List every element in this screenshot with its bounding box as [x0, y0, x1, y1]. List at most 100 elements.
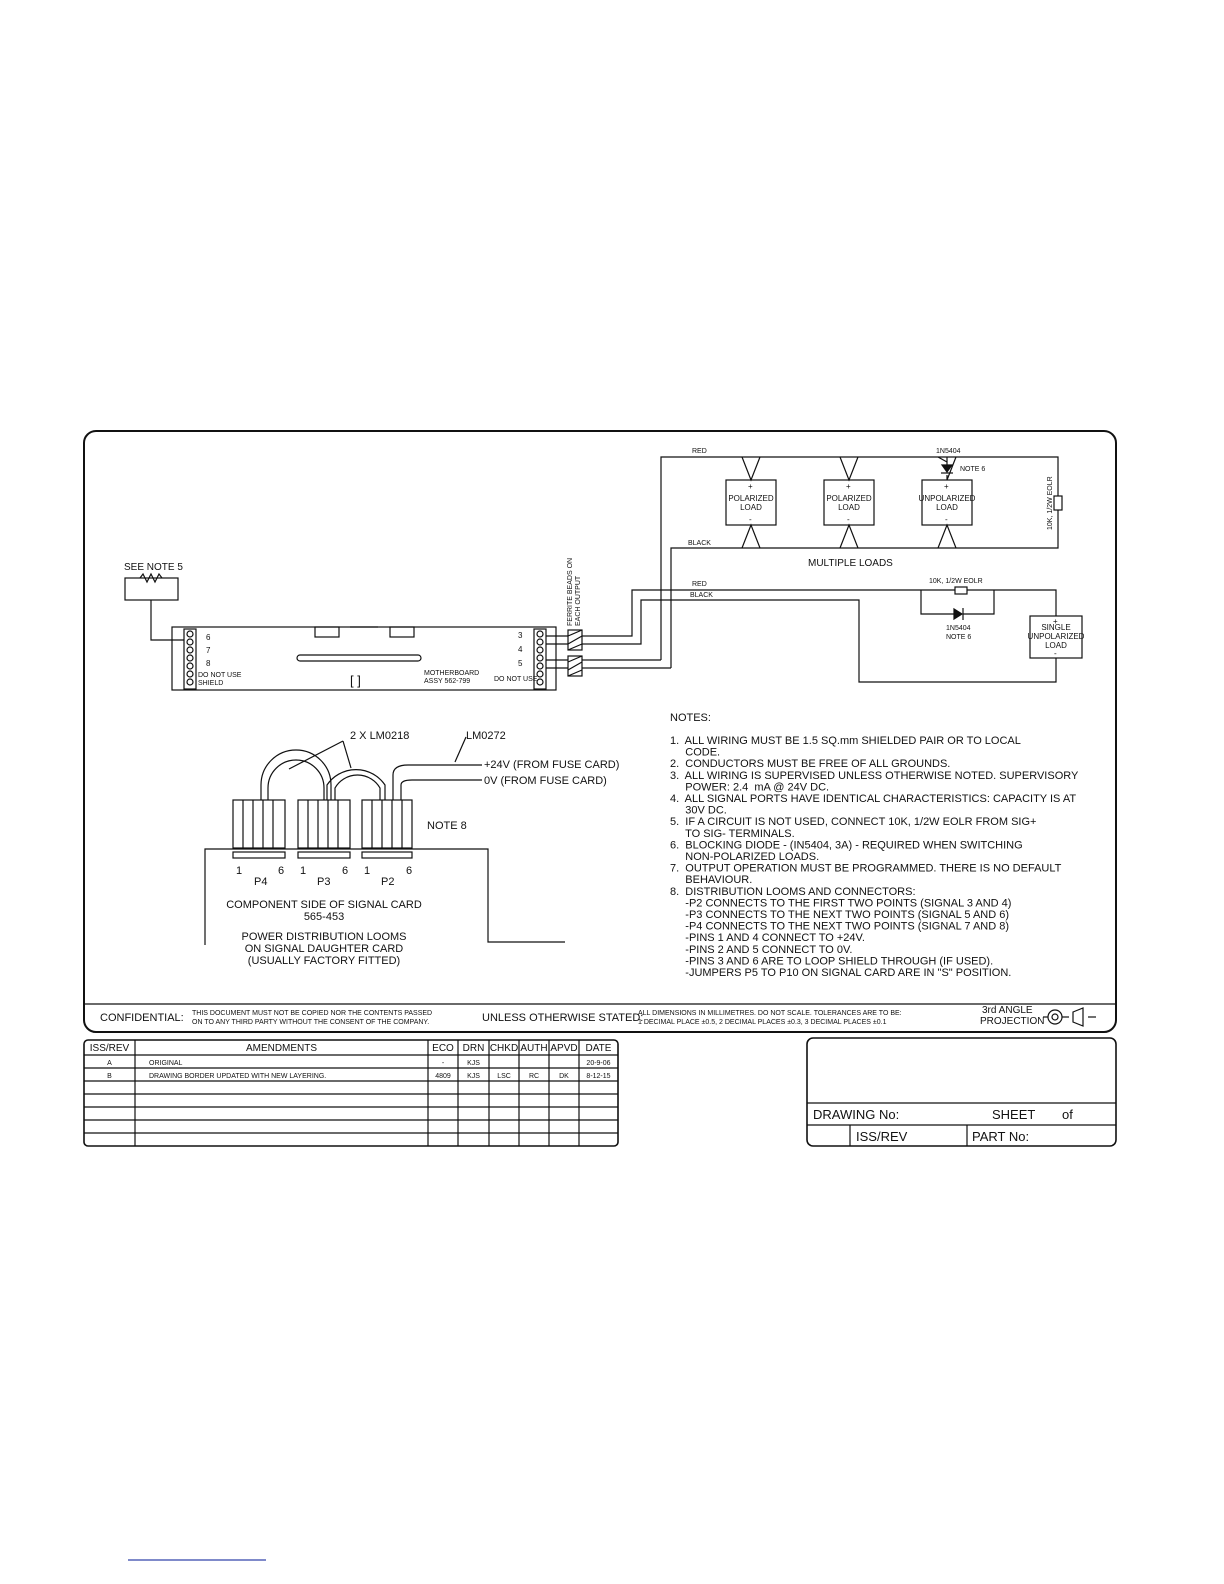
amend-header-cell: DRN: [463, 1043, 485, 1054]
plus24-label: +24V (FROM FUSE CARD): [484, 759, 619, 771]
connector-p2: [361, 799, 413, 849]
single-load-label: UNPOLARIZED: [1028, 632, 1085, 641]
note8-label: NOTE 8: [427, 820, 467, 832]
single-load-label: SINGLE: [1041, 623, 1070, 632]
drawing-no-label: DRAWING No:: [813, 1107, 899, 1122]
diode-icon: [940, 464, 954, 474]
single-note6-label: NOTE 6: [946, 634, 971, 641]
dimensions-text: ALL DIMENSIONS IN MILLIMETRES. DO NOT SC…: [638, 1010, 902, 1017]
single-black-label: BLACK: [690, 592, 713, 599]
amend-cell: DK: [559, 1073, 569, 1080]
note-line: -PINS 1 AND 4 CONNECT TO +24V.: [670, 932, 865, 944]
connector-label-p2: P2: [381, 876, 394, 888]
note-line: 3. ALL WIRING IS SUPERVISED UNLESS OTHER…: [670, 770, 1079, 782]
load-plus: +: [944, 482, 949, 491]
note-line: 2. CONDUCTORS MUST BE FREE OF ALL GROUND…: [670, 758, 950, 770]
note-line: CODE.: [670, 747, 720, 759]
single-load-circuit: [590, 586, 1083, 683]
eolr-resistor: [1053, 495, 1063, 511]
amend-header-cell: DATE: [586, 1043, 612, 1054]
note6-label: NOTE 6: [960, 466, 985, 473]
single-red-label: RED: [692, 581, 707, 588]
amend-cell: RC: [529, 1073, 539, 1080]
confidential-text: ON TO ANY THIRD PARTY WITHOUT THE CONSEN…: [192, 1019, 429, 1026]
do-not-use-left: DO NOT USE: [198, 672, 242, 679]
ferrite-label: EACH OUTPUT: [575, 575, 582, 626]
multiple-loads-label: MULTIPLE LOADS: [808, 558, 893, 569]
pin-label: 1: [300, 865, 306, 877]
motherboard-label: MOTHERBOARD: [424, 670, 479, 677]
note-line: NON-POLARIZED LOADS.: [670, 851, 819, 863]
pin-label: 6: [342, 865, 348, 877]
drawing-border: [83, 430, 1117, 1033]
amend-header-cell: ISS/REV: [90, 1043, 130, 1054]
amend-header-cell: AUTH: [520, 1043, 547, 1054]
power-dist-label: (USUALLY FACTORY FITTED): [248, 955, 400, 967]
single-eolr-resistor: [954, 586, 968, 595]
single-diode-label: 1N5404: [946, 625, 971, 632]
polarized-load-1: [725, 479, 777, 526]
load-minus: -: [945, 515, 948, 524]
note-line: 7. OUTPUT OPERATION MUST BE PROGRAMMED. …: [670, 863, 1062, 875]
do-not-use-right: DO NOT USE: [494, 676, 538, 683]
sheet-label: SHEET: [992, 1107, 1035, 1122]
ferrite-bead-1: [567, 629, 583, 651]
amend-header-cell: CHKD: [490, 1043, 518, 1054]
part-no-label: PART No:: [972, 1129, 1029, 1144]
amend-header-cell: AMENDMENTS: [246, 1043, 317, 1054]
note-line: -P2 CONNECTS TO THE FIRST TWO POINTS (SI…: [670, 897, 1011, 909]
multiple-loads-circuit: [660, 456, 1063, 644]
single-eolr-label: 10K, 1/2W EOLR: [929, 578, 983, 585]
confidential-label: CONFIDENTIAL:: [100, 1012, 184, 1024]
black-label: BLACK: [688, 540, 711, 547]
motherboard-assy-label: ASSY 562-799: [424, 678, 470, 685]
single-load-label: LOAD: [1045, 641, 1067, 650]
connector-p3: [297, 799, 351, 849]
note-line: TO SIG- TERMINALS.: [670, 828, 795, 840]
connector-label-p4: P4: [254, 876, 267, 888]
note-line: -JUMPERS P5 TO P10 ON SIGNAL CARD ARE IN…: [670, 967, 1011, 979]
amend-header-cell: ECO: [432, 1043, 454, 1054]
zero-v-label: 0V (FROM FUSE CARD): [484, 775, 607, 787]
shield-label: SHIELD: [198, 680, 223, 687]
amend-cell: 20-9-06: [586, 1060, 610, 1067]
note-line: 8. DISTRIBUTION LOOMS AND CONNECTORS:: [670, 886, 916, 898]
eolr-vertical-label: 10K, 1/2W EOLR: [1047, 476, 1054, 530]
iss-rev-label: ISS/REV: [856, 1129, 908, 1144]
note-line: 1. ALL WIRING MUST BE 1.5 SQ.mm SHIELDED…: [670, 735, 1021, 747]
connector-p4: [232, 799, 286, 849]
note-line: BEHAVIOUR.: [670, 874, 752, 886]
single-minus: -: [1054, 649, 1057, 658]
load-label: LOAD: [740, 503, 762, 512]
amend-cell: A: [107, 1060, 112, 1067]
note-line: -P3 CONNECTS TO THE NEXT TWO POINTS (SIG…: [670, 909, 1009, 921]
notes-list: 1. ALL WIRING MUST BE 1.5 SQ.mm SHIELDED…: [670, 735, 1079, 979]
note-line: 4. ALL SIGNAL PORTS HAVE IDENTICAL CHARA…: [670, 793, 1076, 805]
load-label: POLARIZED: [826, 494, 872, 503]
single-unpolarized-load: [1029, 615, 1083, 659]
right-pin-label: 5: [518, 659, 523, 668]
component-side-label: 565-453: [304, 911, 344, 923]
power-dist-label: POWER DISTRIBUTION LOOMS: [241, 931, 406, 943]
dimensions-text: 1 DECIMAL PLACE ±0.5, 2 DECIMAL PLACES ±…: [638, 1019, 887, 1026]
load-label: LOAD: [936, 503, 958, 512]
unless-stated-label: UNLESS OTHERWISE STATED:: [482, 1012, 643, 1024]
amend-cell: -: [442, 1060, 445, 1067]
looms-ref-label: 2 X LM0218: [350, 730, 409, 742]
of-label: of: [1062, 1107, 1073, 1122]
single-diode-icon: [953, 607, 964, 621]
amend-cell: KJS: [467, 1060, 480, 1067]
single-plus: +: [1053, 617, 1058, 626]
connector-label-p3: P3: [317, 876, 330, 888]
amend-cell: KJS: [467, 1073, 480, 1080]
load-plus: +: [846, 482, 851, 491]
amend-header-cell: APVD: [550, 1043, 577, 1054]
pin-label: 6: [278, 865, 284, 877]
load-label: UNPOLARIZED: [919, 494, 976, 503]
ferrite-bead-2: [567, 655, 583, 677]
note-line: -P4 CONNECTS TO THE NEXT TWO POINTS (SIG…: [670, 921, 1009, 933]
load-label: LOAD: [838, 503, 860, 512]
note-line: 30V DC.: [670, 805, 727, 817]
component-side-label: COMPONENT SIDE OF SIGNAL CARD: [226, 899, 422, 911]
amend-cell: 4809: [435, 1073, 451, 1080]
